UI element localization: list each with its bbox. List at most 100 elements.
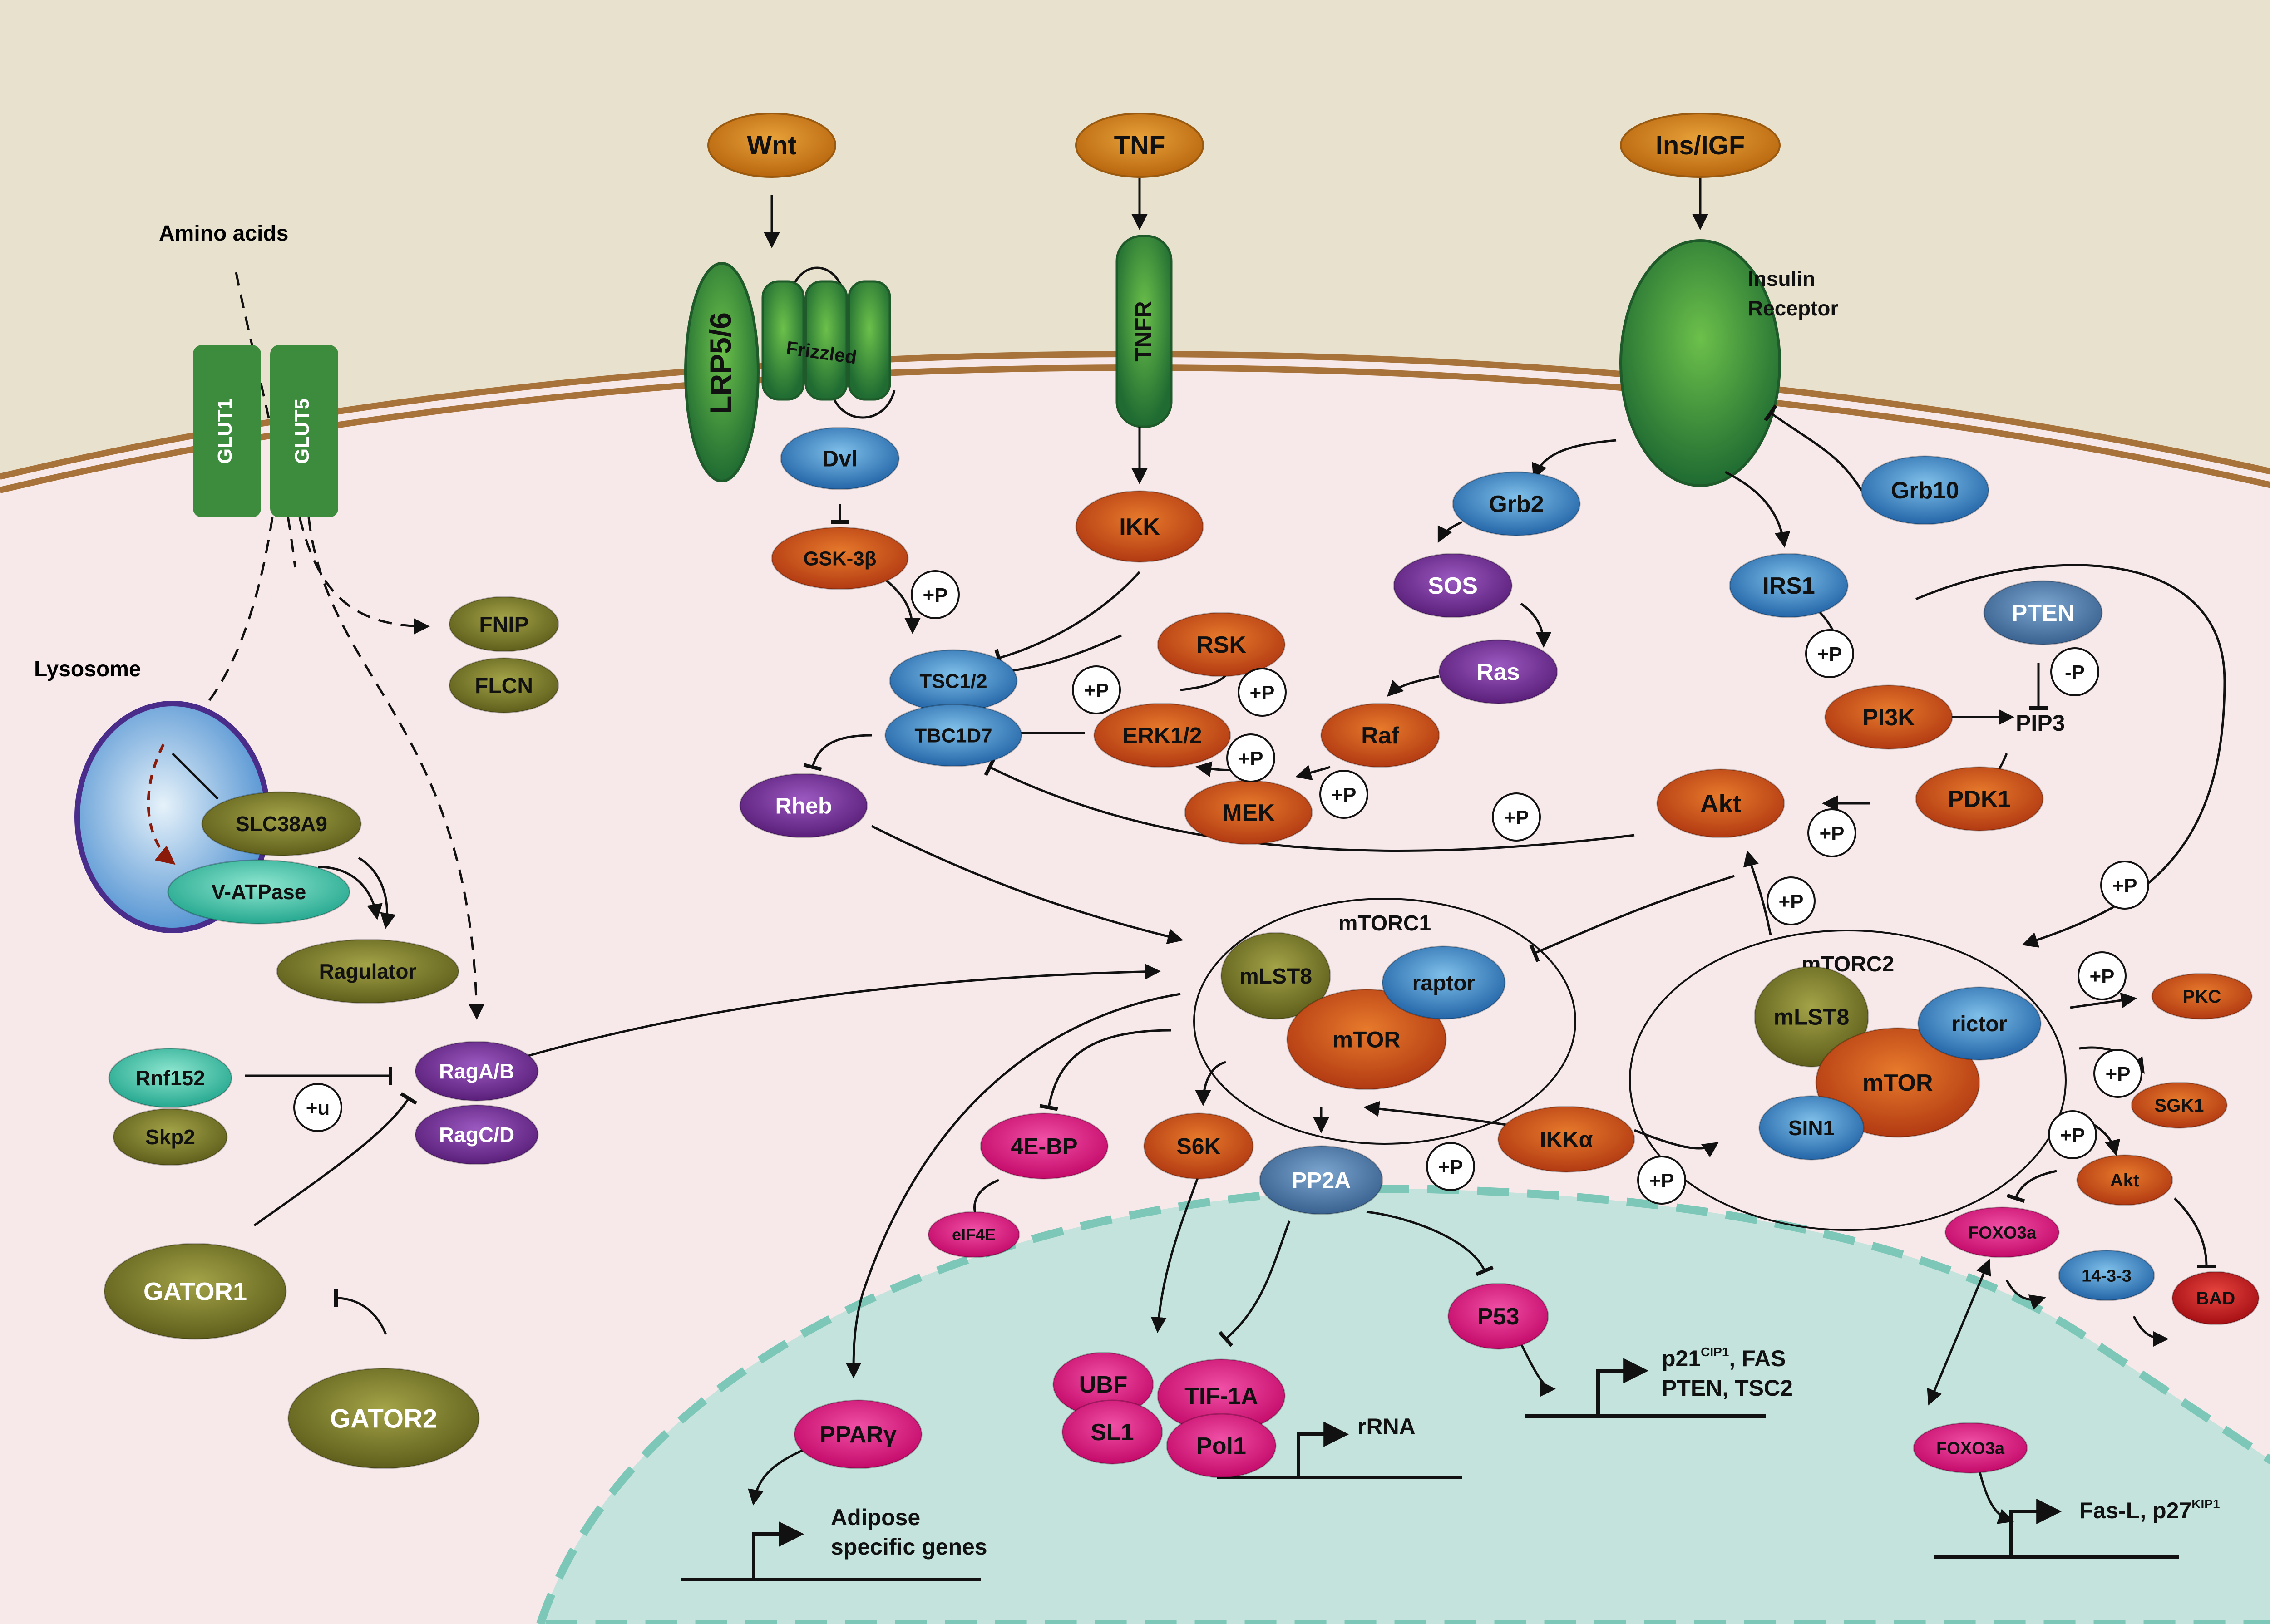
node-gsk3b: GSK-3β (771, 527, 909, 590)
node-raf-label: Raf (1361, 723, 1399, 749)
badge-plus-u-16: +u (293, 1083, 342, 1132)
badge-plus-p-11: +P (2078, 951, 2127, 1000)
badge-label: +P (2089, 965, 2114, 988)
node-rictor-label: rictor (1952, 1012, 2008, 1036)
node-foxo3a-1-label: FOXO3a (1968, 1223, 2037, 1242)
node-skp2: Skp2 (113, 1108, 228, 1166)
adipose-label-1: Adipose (831, 1505, 920, 1530)
badge-circle (2050, 647, 2099, 696)
node-gator2: GATOR2 (287, 1368, 480, 1469)
node-slc38a9: SLC38A9 (201, 791, 362, 856)
node-rheb: Rheb (739, 773, 868, 838)
node-slc38a9-shape (201, 791, 362, 856)
node-raga-shape (415, 1041, 539, 1102)
node-pten-shape (1983, 580, 2103, 645)
badge-circle (1072, 665, 1121, 714)
node-akt2: Akt (2076, 1154, 2173, 1206)
node-grb2-label: Grb2 (1489, 491, 1544, 517)
node-ikka-label: IKKα (1540, 1127, 1593, 1152)
node-grb2-shape (1452, 471, 1581, 536)
node-ragulator-label: Ragulator (319, 960, 417, 983)
badge-circle (1637, 1156, 1686, 1205)
node-pi3k: PI3K (1824, 684, 1953, 750)
node-mlst8-2-label: mLST8 (1774, 1004, 1850, 1030)
node-mlst8-1-label: mLST8 (1239, 965, 1312, 989)
node-skp2-label: Skp2 (145, 1125, 195, 1149)
node-ikk-label: IKK (1119, 514, 1160, 540)
badge-label: +P (923, 584, 947, 606)
node-rnf152: Rnf152 (108, 1048, 232, 1108)
node-p53-label: P53 (1477, 1304, 1520, 1330)
wnt-ligand-label: Wnt (747, 131, 797, 160)
node-pi3k-shape (1824, 684, 1953, 750)
badge-label: +P (1331, 784, 1356, 806)
lysosome-label: Lysosome (34, 657, 141, 681)
node-dvl-label: Dvl (822, 446, 858, 472)
tnfr-receptor (1115, 235, 1173, 428)
node-sin1-label: SIN1 (1788, 1116, 1835, 1140)
badge-label: +P (1084, 679, 1109, 702)
node-mtor-2-shape (1815, 1027, 1980, 1138)
node-tsc12: TSC1/2 (889, 649, 1018, 713)
badge-plus-p-8: +P (1807, 808, 1856, 857)
nucleus (536, 1185, 2270, 1624)
node-ubf-label: UBF (1079, 1372, 1128, 1398)
node-akt-shape (1656, 768, 1785, 838)
node-ppary-shape (794, 1399, 923, 1469)
node-rnf152-label: Rnf152 (135, 1066, 205, 1090)
badge-circle (1226, 733, 1275, 782)
node-akt-label: Akt (1700, 789, 1741, 818)
node-irs1-label: IRS1 (1762, 573, 1815, 599)
node-p1433-label: 14-3-3 (2082, 1266, 2132, 1285)
node-vatpase-shape (167, 859, 350, 925)
node-p53: P53 (1447, 1283, 1549, 1350)
p21-label: p21CIP1, FAS (1662, 1345, 1786, 1371)
pip3-label: PIP3 (2016, 710, 2065, 736)
insulin-receptor-label-1: Insulin (1748, 267, 1815, 290)
badge-label: +P (1249, 682, 1274, 704)
ins-ligand-shape (1620, 113, 1781, 178)
node-rsk-label: RSK (1196, 632, 1246, 658)
node-fnip-label: FNIP (479, 613, 528, 637)
badge-label: +P (1504, 807, 1529, 829)
badge-plus-p-15: +P (1637, 1156, 1686, 1205)
node-sos: SOS (1393, 553, 1513, 618)
node-rnf152-shape (108, 1048, 232, 1108)
node-sl1-shape (1061, 1399, 1163, 1465)
node-ras-label: Ras (1476, 659, 1520, 685)
node-erk12: ERK1/2 (1093, 703, 1231, 768)
node-pkc: PKC (2151, 973, 2253, 1020)
badge-plus-p-0: +P (911, 570, 960, 619)
node-ragc: RagC/D (415, 1104, 539, 1165)
node-pol1: Pol1 (1166, 1413, 1277, 1478)
node-raga-label: RagA/B (439, 1059, 514, 1083)
badge-plus-p-6: +P (1805, 629, 1854, 678)
mtorc1-label: mTORC1 (1338, 911, 1431, 935)
node-ikk-shape (1075, 490, 1204, 563)
node-mlst8-1: mLST8 (1220, 932, 1331, 1020)
node-rictor: rictor (1917, 986, 2042, 1061)
badge-label: +P (1819, 822, 1844, 845)
node-fnip-shape (449, 596, 559, 652)
node-p1433-shape (2058, 1250, 2155, 1301)
amino-acids-label: Amino acids (159, 221, 288, 246)
node-grb10: Grb10 (1860, 455, 1989, 525)
node-gsk3b-shape (771, 527, 909, 590)
badge-circle (2100, 861, 2149, 910)
badge-plus-p-4: +P (1319, 770, 1368, 819)
node-mek: MEK (1184, 780, 1313, 845)
node-pp2a-shape (1259, 1145, 1383, 1215)
frizzled-helix-2 (804, 280, 848, 401)
node-gator1: GATOR1 (104, 1243, 287, 1340)
fasl-label: Fas-L, p27KIP1 (2079, 1497, 2220, 1523)
node-rictor-shape (1917, 986, 2042, 1061)
node-bad-label: BAD (2196, 1289, 2235, 1309)
node-irs1-shape (1729, 553, 1849, 618)
node-fourebp: 4E-BP (980, 1112, 1109, 1180)
badge-layer: +P+P+P+P+P+P+P-P+P+P+P+P+P+P+P+P+u (293, 570, 2149, 1205)
node-tif1a-label: TIF-1A (1184, 1383, 1258, 1409)
node-raptor: raptor (1382, 945, 1506, 1020)
wnt-ligand: Wnt (707, 113, 836, 178)
badge-plus-p-14: +P (1426, 1142, 1475, 1191)
